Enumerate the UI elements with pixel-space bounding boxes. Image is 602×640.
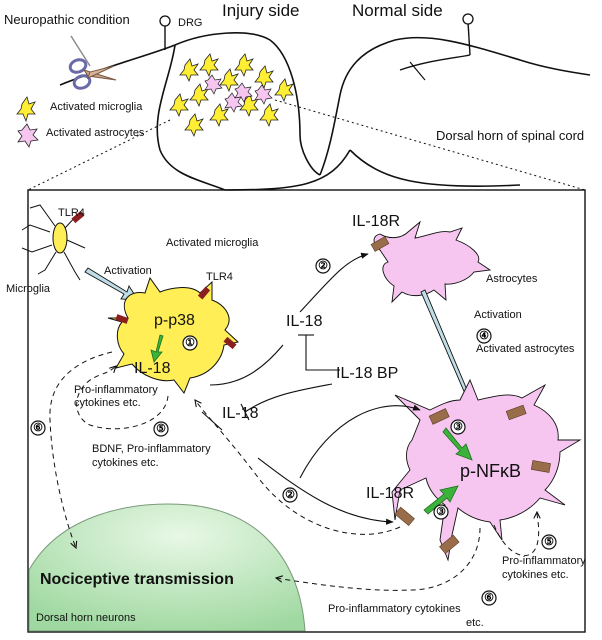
il18r-receptor-3: [394, 506, 415, 527]
microglia-to-il18-line: [209, 344, 284, 386]
proinflam-microglia-2: cytokines etc.: [74, 397, 141, 409]
dorsal-horn-neurons-label: Dorsal horn neurons: [36, 612, 136, 624]
normal-side-label: Normal side: [352, 1, 443, 20]
il18bp-inhibit-low: [244, 383, 333, 413]
astrocytes-label: Astrocytes: [486, 273, 538, 285]
astrocyte-to-microglia-arrow: [195, 400, 401, 535]
step-4-marker: ④: [476, 328, 492, 344]
svg-text:③: ③: [436, 506, 446, 518]
tlr4-active-label: TLR4: [206, 271, 233, 283]
il18-to-il18r-arrow-top: [299, 252, 369, 313]
dorsal-horn-neuron: [28, 503, 306, 632]
il18-low-label: IL-18: [222, 405, 259, 422]
activated-microglia-cluster: [169, 53, 294, 138]
bdnf-label-1: BDNF, Pro-inflammatory: [92, 443, 211, 455]
tlr4-receptor-right: [223, 336, 237, 350]
step-3-marker-low: ③: [433, 504, 449, 520]
svg-text:④: ④: [479, 330, 489, 342]
svg-text:⑤: ⑤: [156, 423, 166, 435]
legend-microglia-label: Activated microglia: [50, 101, 143, 113]
svg-text:⑥: ⑥: [33, 422, 43, 434]
p-p38-label: p-p38: [154, 312, 195, 329]
legend-microglia-icon: [16, 96, 36, 123]
activated-astrocytes-cluster: [204, 74, 273, 113]
astrocyte-to-neuron-arrow: [276, 527, 481, 591]
il18-to-il18r-arrow-low: [257, 457, 394, 525]
legend-astrocytes-label: Activated astrocytes: [46, 127, 145, 139]
il18-cell-label: IL-18: [134, 360, 171, 377]
tlr4-receptor-active: [197, 286, 211, 300]
p-nfkb-label: p-NFκB: [460, 461, 521, 481]
nociceptive-transmission-label: Nociceptive transmission: [40, 571, 234, 588]
il18r-receptor-4: [439, 534, 460, 555]
proinflam-microglia-1: Pro-inflammatory: [74, 384, 158, 396]
svg-text:⑥: ⑥: [484, 592, 494, 604]
spinal-cord-overview: [27, 13, 591, 191]
svg-text:③: ③: [453, 421, 463, 433]
proinflam-neuron-2: etc.: [466, 617, 484, 629]
tlr4-receptor-rest: [71, 210, 85, 224]
il18bp-label: IL-18 BP: [336, 365, 398, 382]
il18r-receptor-1: [428, 408, 450, 425]
detail-panel: [27, 189, 586, 633]
il18r-low-label: IL-18R: [366, 485, 414, 502]
nfkb-green-arrow-top: [442, 427, 473, 461]
proinflam-neuron-1: Pro-inflammatory cytokines: [328, 603, 461, 615]
step-2-marker-low: ②: [282, 487, 298, 503]
activated-astrocyte-cell: [391, 378, 582, 562]
il18-top-label: IL-18: [286, 313, 323, 330]
step-6-marker-astrocyte: ⑥: [481, 590, 497, 606]
astrocyte-cell: [373, 220, 492, 304]
step-5-marker-astrocyte: ⑤: [541, 534, 557, 550]
injury-side-label: Injury side: [222, 1, 299, 20]
svg-text:②: ②: [318, 260, 328, 272]
proinflam-astro-2: cytokines etc.: [502, 569, 569, 581]
legend-astrocyte-icon: [17, 123, 39, 148]
il18bp-inhibit-bar-low: [240, 403, 250, 421]
resting-microglia: [21, 204, 86, 281]
il18r-receptor-5: [530, 460, 551, 473]
il18-to-astrocyte-arrow: [299, 404, 421, 479]
nfkb-green-arrow-bottom: [423, 485, 459, 515]
il18r-top-label: IL-18R: [352, 213, 400, 230]
il18bp-inhibit-top: [305, 335, 340, 371]
scissors-icon: [68, 35, 117, 90]
step-2-marker-top: ②: [315, 258, 331, 274]
il18r-receptor-2: [505, 404, 527, 421]
il18r-receptor-top: [370, 236, 390, 252]
p38-green-arrow: [150, 334, 164, 363]
proinflam-astro-1: Pro-inflammatory: [502, 555, 586, 567]
tlr4-receptor-left: [115, 314, 129, 324]
activation-astrocyte-label: Activation: [474, 309, 522, 321]
step-1-marker: ①: [182, 335, 198, 351]
svg-text:⑤: ⑤: [544, 536, 554, 548]
microglia-to-neuron-arrow: [49, 351, 113, 548]
feedback-loop-microglia: [76, 366, 169, 430]
svg-text:①: ①: [185, 337, 195, 349]
svg-text:②: ②: [285, 489, 295, 501]
tlr4-rest-label: TLR4: [58, 207, 85, 219]
neuropathic-condition-label: Neuropathic condition: [4, 12, 130, 27]
bdnf-label-2: cytokines etc.: [92, 457, 159, 469]
step-3-marker-top: ③: [450, 419, 466, 435]
activated-microglia-cell: [107, 276, 240, 395]
microglia-label: Microglia: [6, 283, 51, 295]
dorsal-horn-label: Dorsal horn of spinal cord: [436, 128, 584, 143]
activated-astrocytes-label: Activated astrocytes: [476, 343, 575, 355]
activated-microglia-label: Activated microglia: [166, 237, 259, 249]
feedback-loop-astrocyte: [493, 512, 539, 557]
drg-label: DRG: [178, 17, 202, 29]
step-5-marker-microglia: ⑤: [153, 421, 169, 437]
activation-microglia-label: Activation: [104, 265, 152, 277]
step-6-marker-microglia: ⑥: [30, 420, 46, 436]
